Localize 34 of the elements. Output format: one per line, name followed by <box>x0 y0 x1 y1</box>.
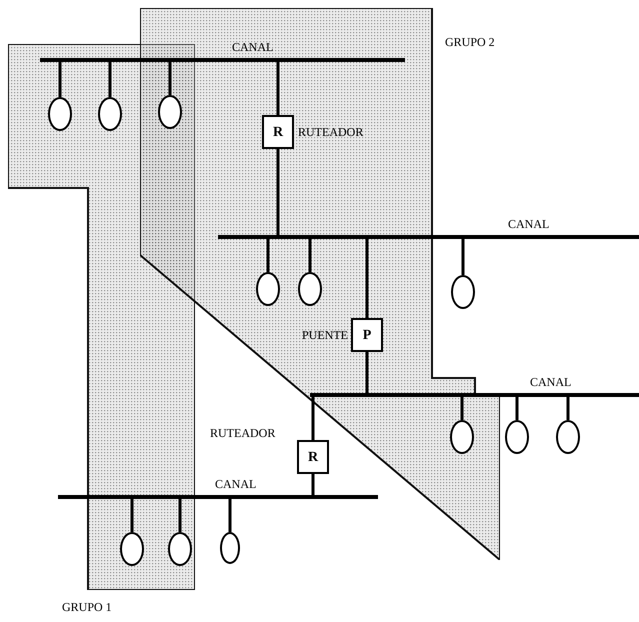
connector-line <box>462 239 464 275</box>
connector-line <box>312 474 314 495</box>
connector-line <box>168 62 172 95</box>
connector-line <box>58 62 62 97</box>
connector-line <box>266 239 270 272</box>
bus-label: CANAL <box>508 217 550 231</box>
station-circle <box>505 420 529 454</box>
connector-line <box>366 352 368 393</box>
connector-line <box>566 397 570 420</box>
connector-line <box>308 239 312 272</box>
station-circle <box>451 275 475 309</box>
group-label: GRUPO 2 <box>445 34 495 51</box>
device-label: RUTEADOR <box>210 426 276 440</box>
connector-line <box>276 62 280 115</box>
connector-line <box>130 499 134 532</box>
device-label: PUENTE <box>302 328 348 342</box>
device-box: P <box>351 318 383 352</box>
connector-line <box>312 397 314 440</box>
device-label: RUTEADOR <box>298 125 364 139</box>
connector-line <box>276 149 280 235</box>
connector-line <box>366 239 368 318</box>
device-box: R <box>297 440 329 474</box>
connector-line <box>108 62 112 97</box>
bus-label: CANAL <box>530 375 572 389</box>
bus-label: CANAL <box>215 477 256 491</box>
connector-line <box>178 499 182 532</box>
connector-line <box>460 397 464 420</box>
connector-line <box>228 499 232 532</box>
station-circle <box>556 420 580 454</box>
device-box: R <box>262 115 294 149</box>
connector-line <box>516 397 518 420</box>
bus-label: CANAL <box>232 40 274 54</box>
station-circle <box>220 532 240 564</box>
group-label: GRUPO 1 <box>62 599 112 616</box>
